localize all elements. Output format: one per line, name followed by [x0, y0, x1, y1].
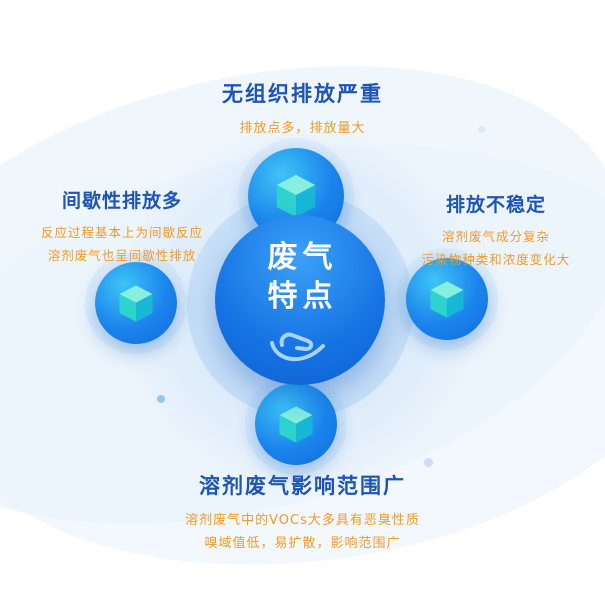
satellite-circle-bottom	[255, 383, 337, 465]
feature-right-line-2: 污染物种类和浓度变化大	[421, 251, 571, 267]
cube-icon	[277, 404, 315, 445]
feature-top-heading: 无组织排放严重	[222, 82, 383, 106]
decor-dot	[424, 458, 433, 467]
satellite-circle-left	[95, 262, 177, 344]
feature-right: 排放不稳定 溶剂废气成分复杂 污染物种类和浓度变化大	[392, 190, 600, 271]
center-title-line1: 废气	[267, 239, 338, 275]
feature-right-heading: 排放不稳定	[445, 194, 546, 216]
satellite-circle-right	[406, 258, 488, 340]
center-title-line2: 特点	[267, 278, 338, 314]
cube-icon	[117, 283, 155, 324]
cube-icon	[428, 279, 466, 320]
feature-right-line-1: 溶剂废气成分复杂	[441, 229, 550, 244]
feature-left-line-2: 溶剂废气也呈间歇性排放	[47, 247, 197, 263]
feature-left-line-1: 反应过程基本上为间歇反应	[40, 225, 203, 240]
center-circle: 废气 特点	[215, 215, 385, 385]
feature-bottom-line-2: 嗅域值低，易扩散，影响范围广	[204, 536, 401, 552]
feature-top-line-1: 排放点多，排放量大	[239, 121, 366, 136]
feature-bottom-heading: 溶剂废气影响范围广	[199, 474, 406, 498]
feature-bottom-lines: 溶剂废气中的VOCs大多具有恶臭性质 嗅域值低，易扩散，影响范围广	[0, 509, 605, 556]
cube-icon	[274, 172, 318, 220]
decor-dot	[478, 126, 485, 133]
decor-dot	[157, 395, 165, 403]
feature-left: 间歇性排放多 反应过程基本上为间歇反应 溶剂废气也呈间歇性排放	[12, 186, 232, 267]
feature-right-lines: 溶剂废气成分复杂 污染物种类和浓度变化大	[392, 226, 600, 271]
feature-left-heading: 间歇性排放多	[61, 190, 182, 212]
feature-top-lines: 排放点多，排放量大	[0, 117, 605, 140]
feature-top: 无组织排放严重 排放点多，排放量大	[0, 78, 605, 140]
feature-bottom: 溶剂废气影响范围广 溶剂废气中的VOCs大多具有恶臭性质 嗅域值低，易扩散，影响…	[0, 470, 605, 556]
feature-left-lines: 反应过程基本上为间歇反应 溶剂废气也呈间歇性排放	[12, 222, 232, 267]
hand-presenting-icon	[267, 323, 333, 363]
feature-bottom-line-1: 溶剂废气中的VOCs大多具有恶臭性质	[185, 513, 420, 528]
